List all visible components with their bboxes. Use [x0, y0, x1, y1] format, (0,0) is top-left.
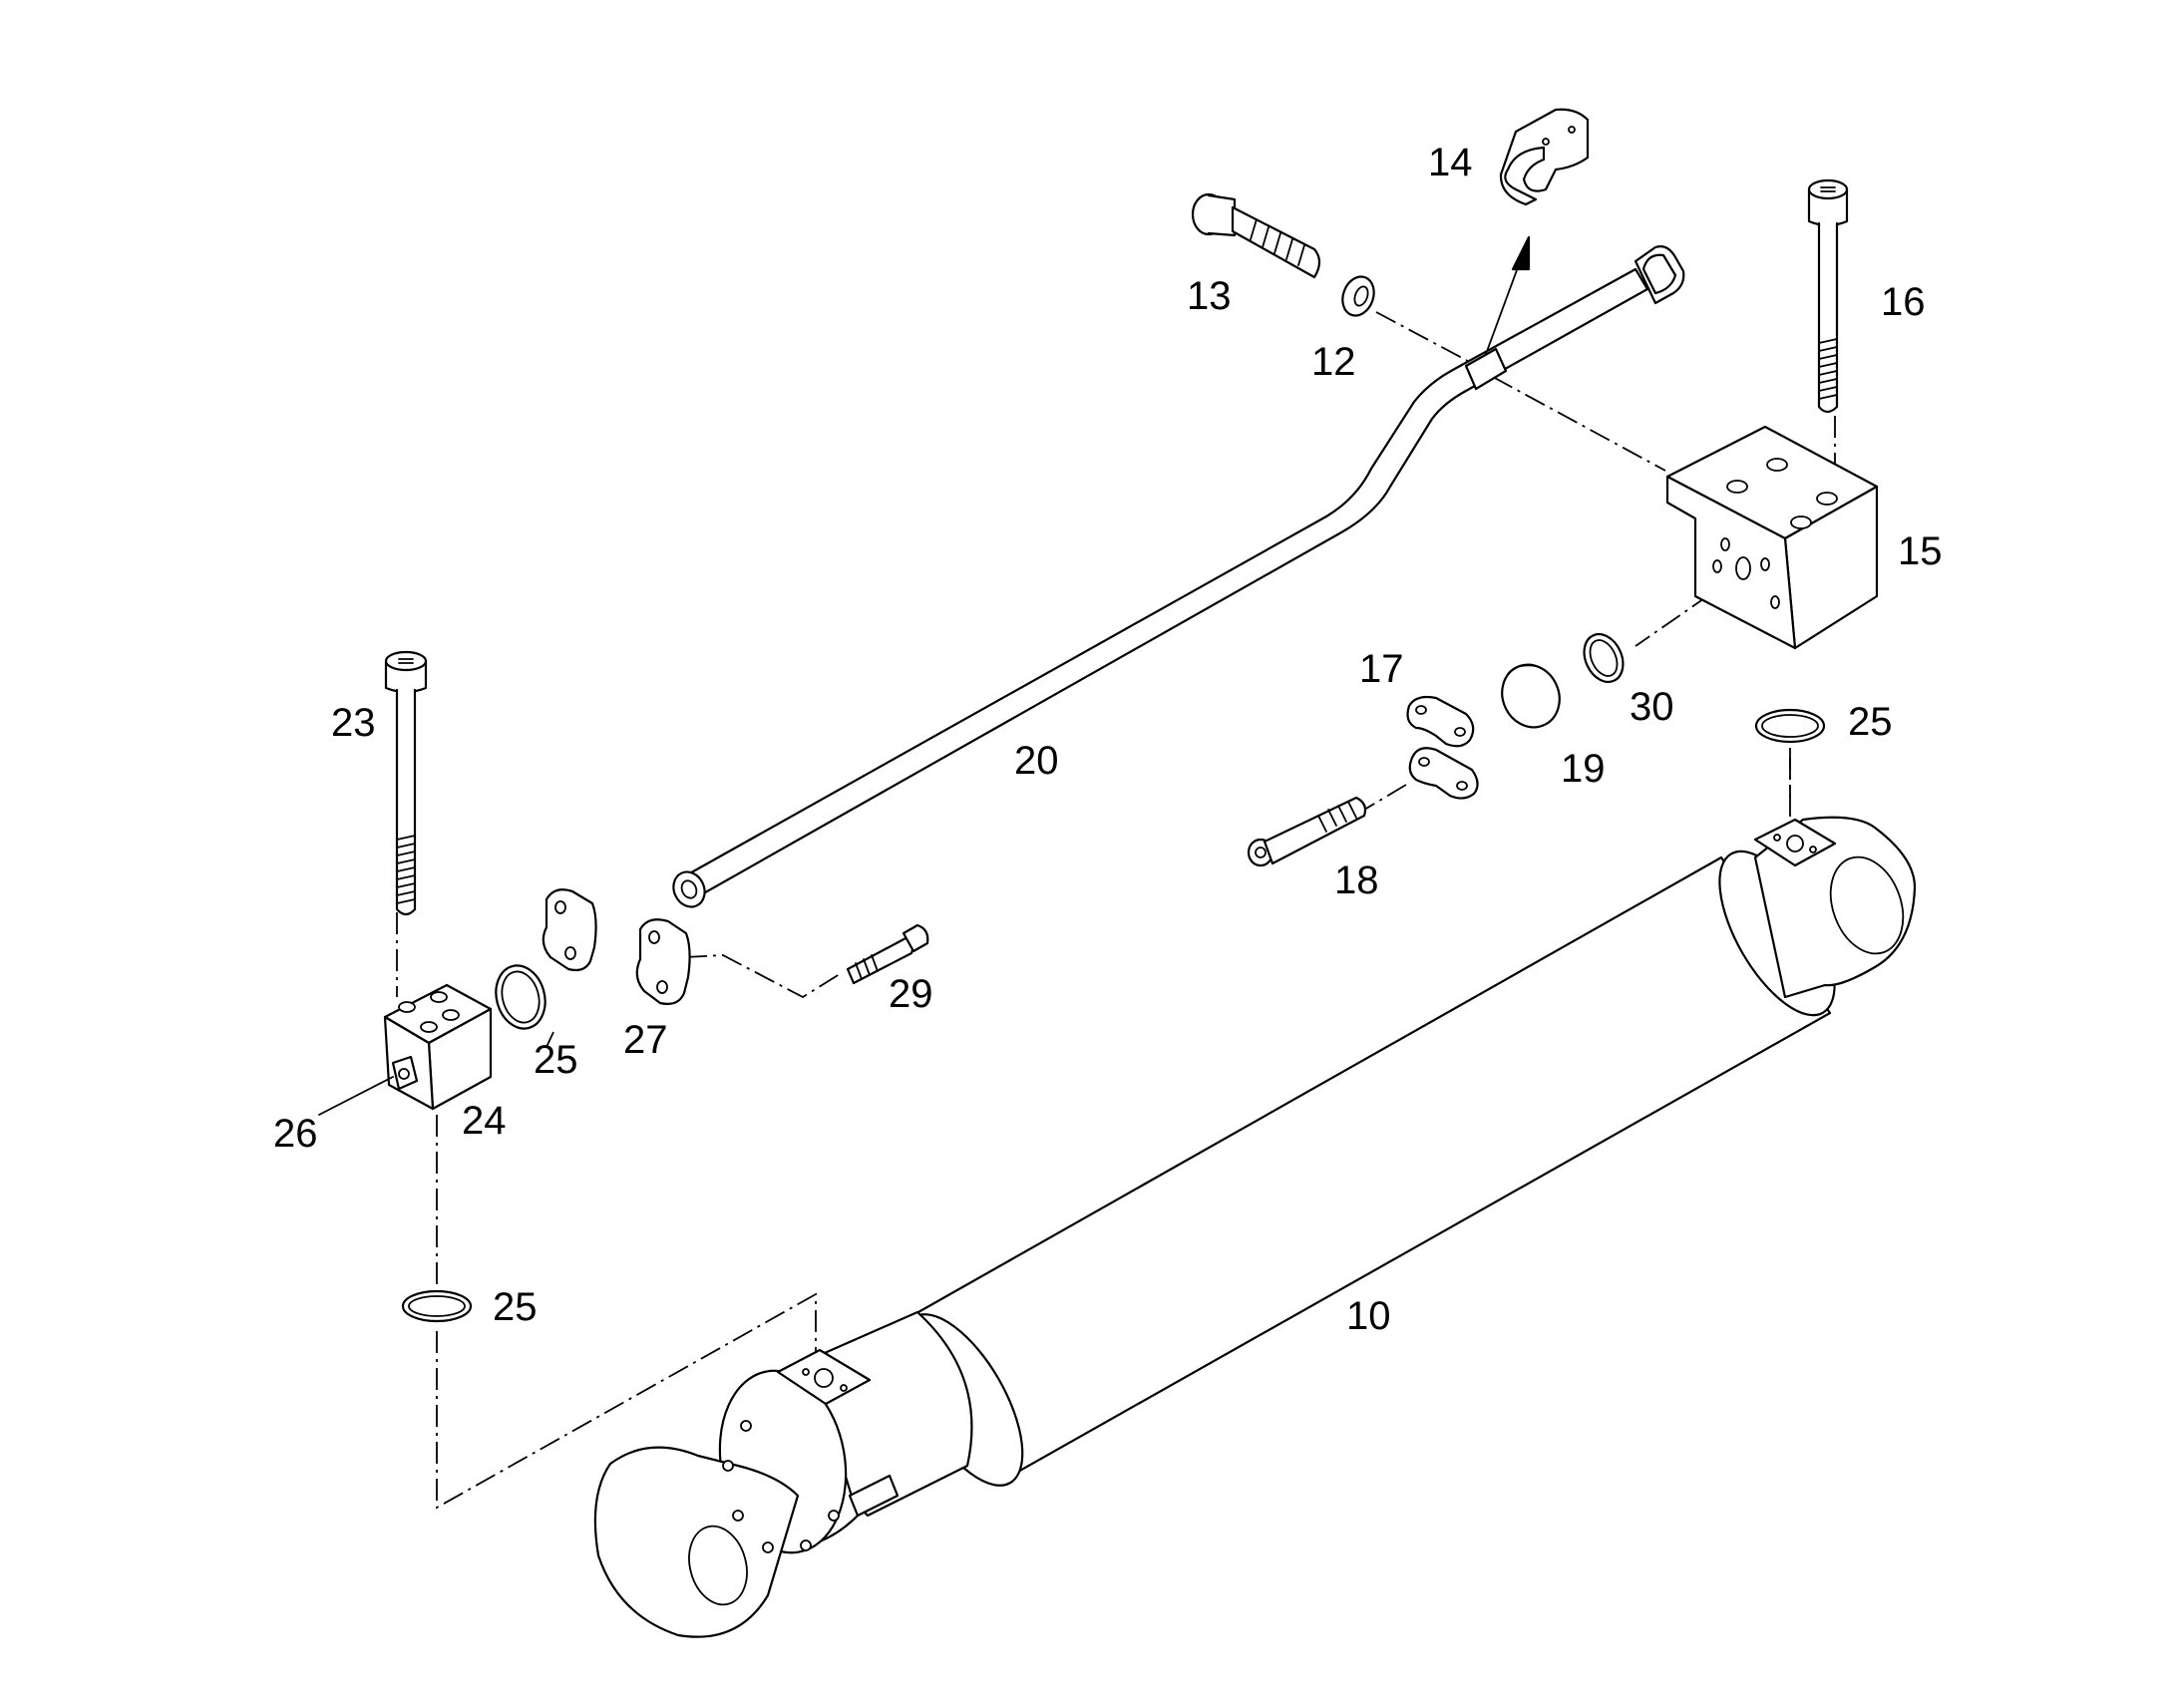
washer-12	[1341, 275, 1375, 317]
callout-10: 10	[1346, 1294, 1391, 1338]
callout-30: 30	[1630, 685, 1674, 729]
clamp-14	[1464, 108, 1590, 391]
callout-26: 26	[273, 1112, 318, 1156]
callout-27: 27	[623, 1018, 668, 1062]
callout-17: 17	[1359, 647, 1404, 691]
callout-25-bottom: 25	[493, 1285, 538, 1329]
manifold-block-15	[1665, 425, 1879, 650]
callout-labels: 10 12 13 14 15 16 17 18 19 20 23 24 25 2…	[273, 141, 1943, 1338]
callout-14: 14	[1428, 141, 1473, 184]
block-24	[383, 983, 493, 1111]
callout-13: 13	[1187, 274, 1232, 318]
callout-19: 19	[1561, 747, 1606, 791]
callout-24: 24	[462, 1099, 507, 1143]
callout-25-upper: 25	[1848, 700, 1893, 744]
split-flange-left	[542, 888, 597, 972]
split-flange-17	[1406, 695, 1479, 800]
callout-29: 29	[889, 972, 933, 1016]
o-ring-25-bottom	[401, 1289, 473, 1323]
cap-screw-16	[1807, 178, 1849, 414]
callout-20: 20	[1014, 739, 1059, 783]
callout-15: 15	[1898, 529, 1943, 573]
cap-screw-23	[384, 650, 428, 916]
screw-18	[1247, 796, 1367, 867]
bolt-13	[1191, 192, 1321, 279]
callout-25-left: 25	[534, 1038, 578, 1082]
o-ring-25-upper	[1754, 708, 1826, 744]
split-flange-27	[635, 918, 691, 1005]
plug-19	[1501, 663, 1561, 729]
callout-18: 18	[1334, 858, 1379, 902]
o-ring-25-left	[495, 964, 546, 1030]
callout-12: 12	[1311, 340, 1356, 384]
hydraulic-cylinder-10	[593, 816, 1917, 1638]
o-ring-30	[1583, 632, 1625, 684]
tube-assembly-20	[672, 245, 1685, 908]
screw-29	[846, 923, 929, 985]
callout-16: 16	[1881, 280, 1926, 324]
fitting-26	[318, 1055, 419, 1116]
callout-23: 23	[331, 701, 376, 745]
